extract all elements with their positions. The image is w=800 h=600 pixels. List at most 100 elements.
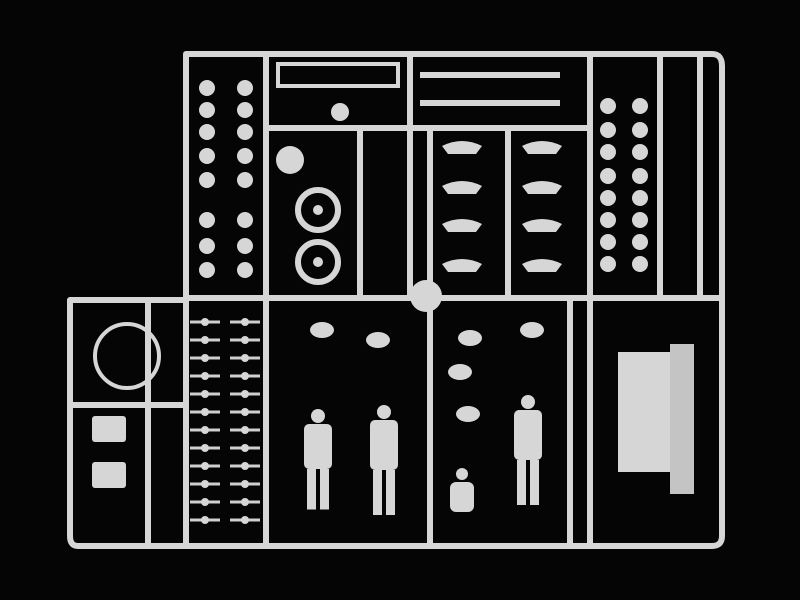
- suspension-arm: [522, 141, 562, 154]
- sprocket-hub: [313, 205, 323, 215]
- small-part: [201, 480, 209, 488]
- wheel-disc: [237, 102, 253, 118]
- wheel-disc: [237, 172, 253, 188]
- small-part: [201, 372, 209, 380]
- round-hatch: [276, 146, 304, 174]
- figure-limb: [520, 322, 544, 338]
- ring-part: [93, 322, 161, 390]
- round-part: [331, 103, 349, 121]
- figure-limb: [448, 364, 472, 380]
- small-part: [201, 336, 209, 344]
- wheel-disc: [600, 212, 616, 228]
- figure-leg: [530, 460, 539, 505]
- suspension-arm: [522, 259, 562, 272]
- small-part: [241, 354, 249, 362]
- figure-head: [521, 395, 535, 409]
- box-part: [92, 416, 126, 442]
- wheel-disc: [237, 124, 253, 140]
- small-part: [201, 390, 209, 398]
- figure-part: [514, 395, 542, 505]
- suspension-arm: [442, 141, 482, 154]
- wheel-disc: [237, 238, 253, 254]
- figure-leg: [386, 470, 395, 515]
- figure-torso: [514, 410, 542, 460]
- small-part: [201, 426, 209, 434]
- small-part: [201, 498, 209, 506]
- figure-limb: [456, 406, 480, 422]
- figure-limb: [458, 330, 482, 346]
- sprocket-wheel: [295, 187, 341, 233]
- wheel-disc: [199, 172, 215, 188]
- figure-leg: [517, 460, 526, 505]
- wheel-disc: [199, 148, 215, 164]
- wheel-disc: [632, 144, 648, 160]
- wheel-disc: [199, 262, 215, 278]
- figure-leg: [307, 469, 316, 510]
- wheel-disc: [600, 122, 616, 138]
- suspension-arm: [522, 219, 562, 232]
- wheel-disc: [632, 122, 648, 138]
- small-part: [201, 408, 209, 416]
- box-part: [92, 462, 126, 488]
- small-part: [241, 444, 249, 452]
- wheel-disc: [237, 80, 253, 96]
- wheel-disc: [237, 148, 253, 164]
- center-disc: [410, 280, 442, 312]
- figure-leg: [373, 470, 382, 515]
- wheel-disc: [600, 144, 616, 160]
- wheel-disc: [237, 262, 253, 278]
- figure-torso: [370, 420, 398, 470]
- wheel-disc: [632, 234, 648, 250]
- sprocket-hub: [313, 257, 323, 267]
- suspension-arm: [442, 219, 482, 232]
- hull-plate-side: [670, 344, 694, 494]
- figure-limb: [310, 322, 334, 338]
- wheel-disc: [632, 168, 648, 184]
- small-part: [241, 336, 249, 344]
- wheel-disc: [632, 190, 648, 206]
- figure-head: [311, 409, 325, 423]
- small-part: [241, 408, 249, 416]
- small-part: [241, 318, 249, 326]
- wheel-disc: [632, 212, 648, 228]
- small-part: [241, 462, 249, 470]
- figure-limb: [366, 332, 390, 348]
- suspension-arm: [522, 181, 562, 194]
- small-part: [241, 480, 249, 488]
- sprocket-wheel: [295, 239, 341, 285]
- small-part: [201, 444, 209, 452]
- wheel-disc: [600, 98, 616, 114]
- figure-torso: [450, 482, 474, 512]
- parts: [92, 62, 694, 524]
- wheel-disc: [199, 80, 215, 96]
- small-part: [241, 516, 249, 524]
- wheel-disc: [199, 212, 215, 228]
- small-part: [201, 462, 209, 470]
- wheel-disc: [237, 212, 253, 228]
- wheel-disc: [600, 234, 616, 250]
- wheel-disc: [600, 190, 616, 206]
- wheel-disc: [600, 256, 616, 272]
- small-part: [201, 318, 209, 326]
- wheel-disc: [632, 98, 648, 114]
- figure-part: [304, 409, 332, 510]
- suspension-arm: [442, 181, 482, 194]
- wheel-disc: [199, 102, 215, 118]
- figure-part: [370, 405, 398, 515]
- small-part: [241, 390, 249, 398]
- sprue-runners: [190, 320, 260, 522]
- sprue-frame: [67, 51, 725, 549]
- barrel: [420, 72, 560, 78]
- figure-head: [377, 405, 391, 419]
- small-part: [241, 372, 249, 380]
- panel-part: [276, 62, 400, 88]
- barrel: [420, 100, 560, 106]
- wheel-disc: [199, 124, 215, 140]
- small-part: [241, 498, 249, 506]
- figure-leg: [320, 469, 329, 510]
- small-part: [201, 354, 209, 362]
- suspension-arm: [442, 259, 482, 272]
- figure-head: [456, 468, 468, 480]
- figure-torso: [304, 424, 332, 469]
